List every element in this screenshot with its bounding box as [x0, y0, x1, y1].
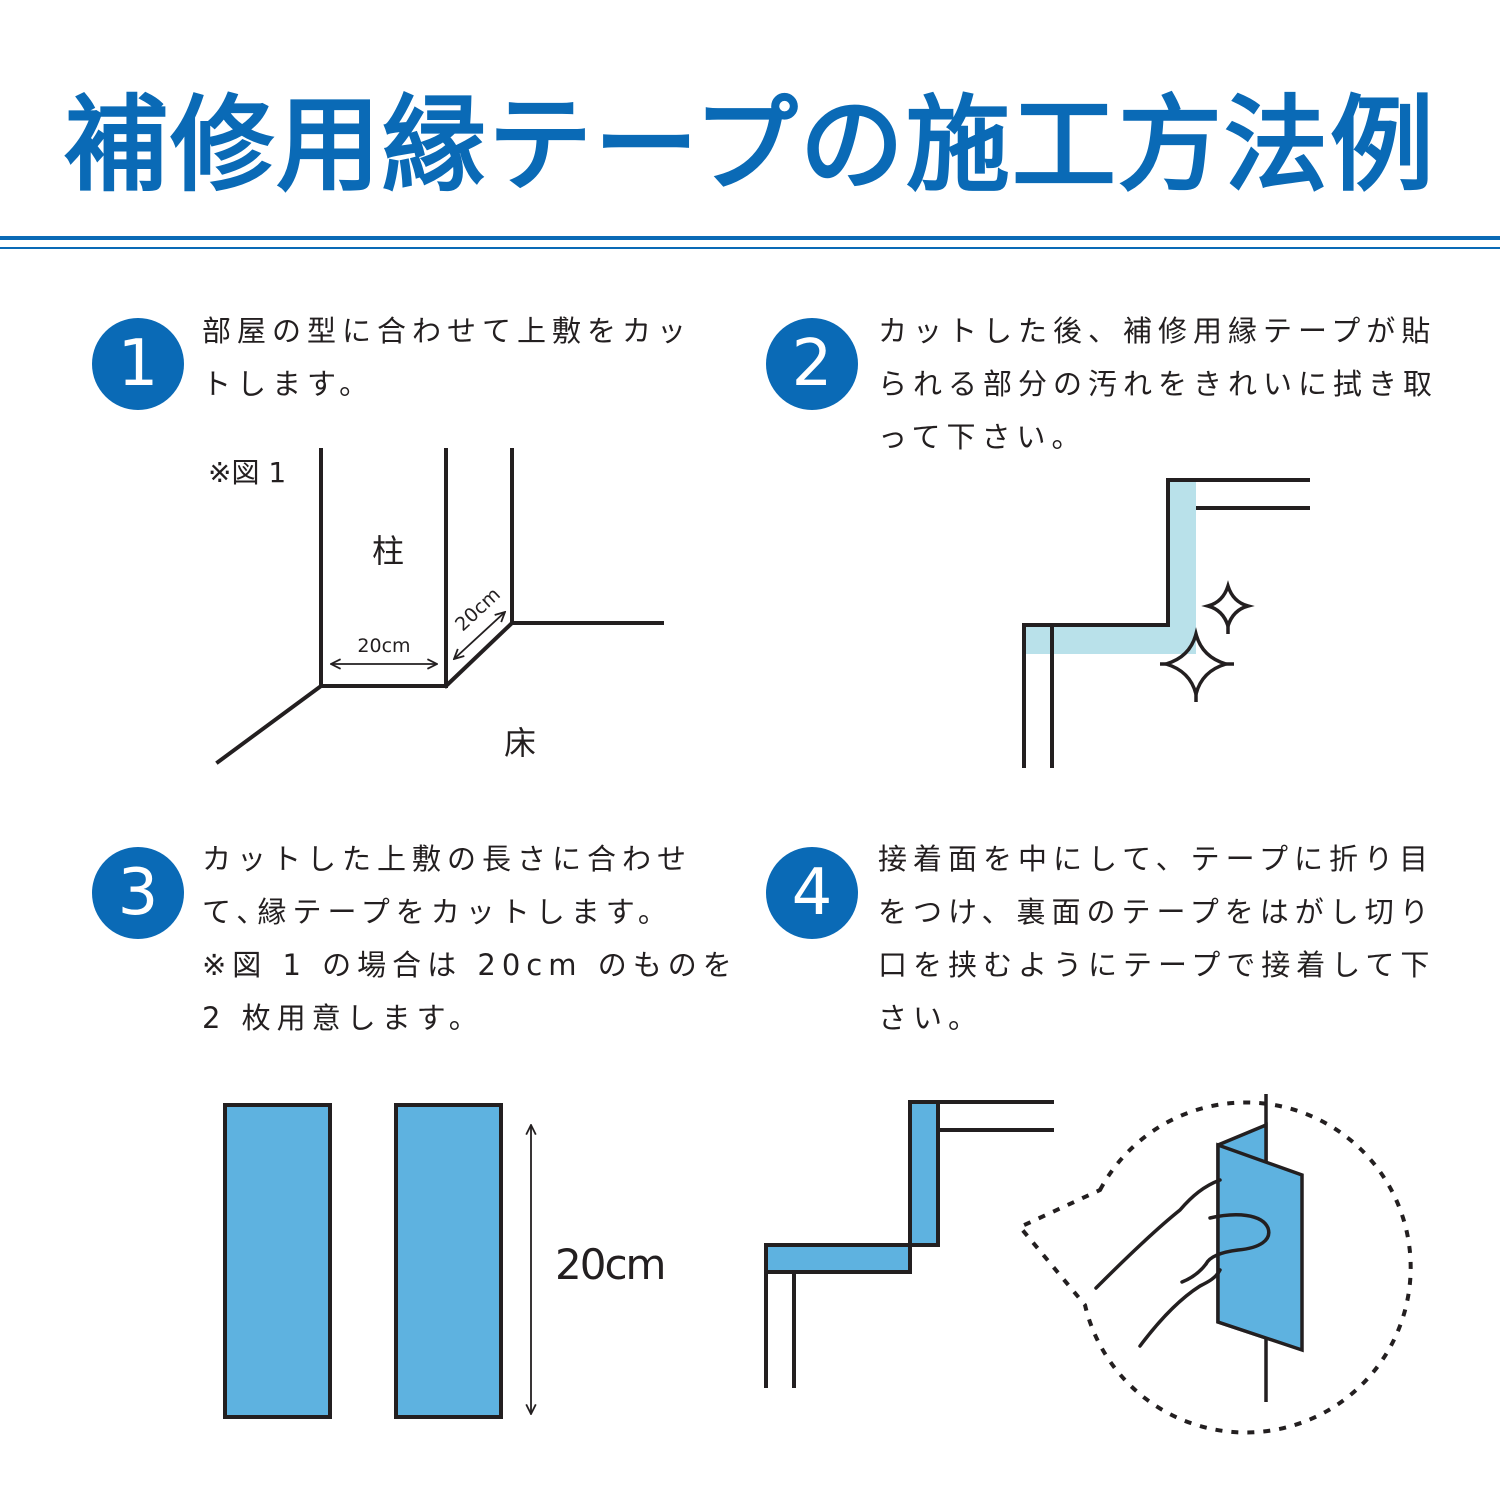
length-label: 20cm: [555, 1240, 664, 1289]
step-2-line-3: って下さい。: [878, 420, 1087, 454]
figure-1-dimensions: [331, 612, 505, 664]
step-1-badge: 1: [92, 318, 184, 410]
step-2-text: カットした後、補修用縁テープが貼 られる部分の汚れをきれいに拭き取 って下さい。: [878, 305, 1438, 464]
step-4-line-4: さい。: [878, 1001, 984, 1035]
figure-4-zoom-callout: [1016, 1094, 1413, 1435]
step-4-line-3: 口を挟むようにテープで接着して下: [878, 948, 1436, 982]
zoom-bubble: [1016, 1100, 1413, 1435]
title-rule-thick: [0, 236, 1500, 240]
wall-floor-left: [215, 683, 324, 765]
step-3-text: カットした上敷の長さに合わせ て､縁テープをカットします。 ※図 1 の場合は …: [202, 833, 738, 1045]
tape-strip-2: [394, 1103, 503, 1419]
step-3-badge: 3: [92, 847, 184, 939]
step-4-text: 接着面を中にして、テープに折り目 をつけ、裏面のテープをはがし切り 口を挟むよう…: [878, 833, 1435, 1045]
mat-outer-edge: [1022, 478, 1310, 768]
depth-label: 20cm: [451, 583, 505, 635]
figure-1-caption: ※図 1: [208, 456, 286, 489]
pillar-label: 柱: [372, 532, 404, 570]
step-1-line-1: 部屋の型に合わせて上敷をカッ: [202, 314, 693, 348]
sparkle-icons: [1159, 580, 1255, 702]
tape-front-flap: [1216, 1142, 1304, 1353]
title-rule-thin: [0, 247, 1500, 249]
sparkle-small-icon: [1201, 580, 1255, 632]
floor-label: 床: [504, 724, 536, 762]
tape-strip-1: [223, 1103, 332, 1419]
width-label: 20cm: [357, 635, 410, 657]
page-title: 補修用縁テープの施工方法例: [64, 84, 1436, 206]
step-3-line-2: て､縁テープをカットします。: [202, 895, 673, 929]
step-4-line-2: をつけ、裏面のテープをはがし切り: [878, 895, 1435, 929]
applied-tape: [766, 1102, 938, 1272]
step-3-line-4: 2 枚用意します。: [202, 1001, 484, 1035]
hand-icon: [1094, 1178, 1271, 1348]
step-2-line-2: られる部分の汚れをきれいに拭き取: [878, 367, 1439, 401]
pillar-bottom-side: [443, 620, 515, 689]
step-4-badge: 4: [766, 847, 858, 939]
step-4-line-1: 接着面を中にして、テープに折り目: [878, 842, 1434, 876]
figure-3-tape-strips: [223, 1103, 531, 1419]
step-1-line-2: トします。: [202, 367, 375, 401]
step-3-line-3: ※図 1 の場合は 20cm のものを: [202, 948, 738, 982]
step-1-text: 部屋の型に合わせて上敷をカッ トします。: [202, 305, 692, 411]
step-2-badge: 2: [766, 318, 858, 410]
figure-2-clean-area: [1022, 478, 1310, 768]
wiped-area: [1024, 480, 1196, 654]
step-3-line-1: カットした上敷の長さに合わせ: [202, 842, 693, 876]
step-2-line-1: カットした後、補修用縁テープが貼: [878, 314, 1437, 348]
figure-1-pillar-corner: [215, 448, 664, 765]
figure-4-tape-applied: [764, 1100, 1054, 1388]
depth-arrow: [454, 612, 505, 659]
